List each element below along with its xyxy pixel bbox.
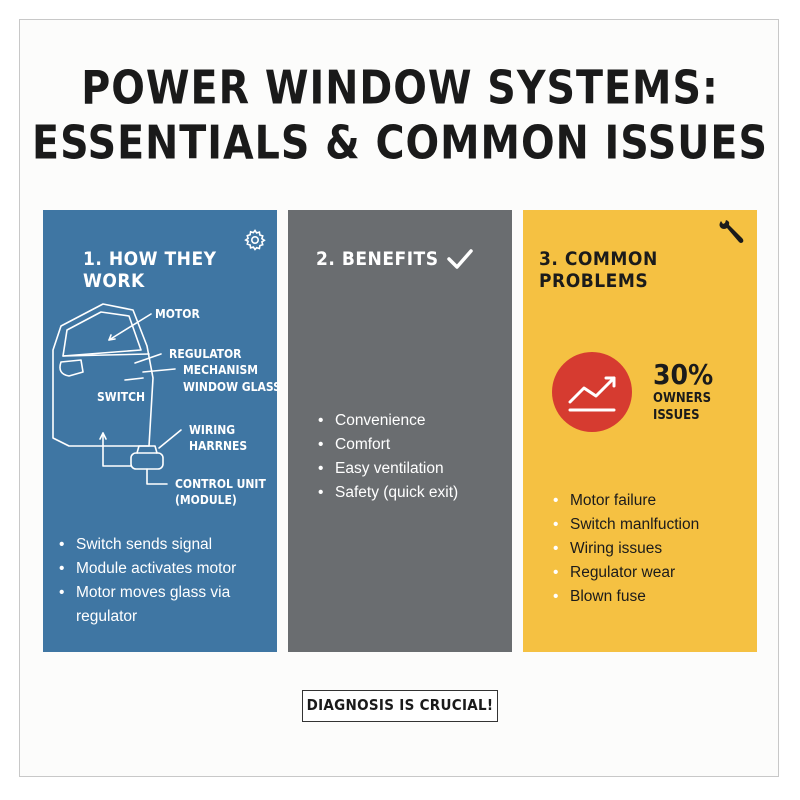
list-item: Safety (quick exit) — [316, 481, 506, 505]
list-item: Comfort — [316, 433, 506, 457]
door-outline — [52, 303, 154, 447]
harness-pointer — [158, 429, 182, 449]
gear-icon — [244, 229, 266, 251]
owners-issues-stat: 30% OWNERS ISSUES — [653, 360, 723, 424]
panel-heading: 3. COMMON PROBLEMS — [539, 248, 658, 292]
list-item: Module activates motor — [57, 557, 267, 581]
door-beltline — [62, 353, 150, 357]
label-window-glass: WINDOW GLASS — [183, 380, 281, 394]
diagnosis-banner: DIAGNOSIS IS CRUCIAL! — [302, 690, 498, 722]
panel-common-problems: 3. COMMON PROBLEMS 30% OWNERS ISSUES Mot… — [523, 210, 757, 652]
regulator-pointer — [134, 353, 162, 364]
checkmark-icon — [447, 249, 473, 269]
problems-list: Motor failure Switch manlfuction Wiring … — [551, 489, 751, 609]
trend-chart-icon — [552, 352, 632, 432]
list-item: Easy ventilation — [316, 457, 506, 481]
list-item: Motor moves glass via regulator — [57, 581, 267, 629]
label-mechanism: MECHANISM — [183, 363, 259, 377]
list-item: Blown fuse — [551, 585, 751, 609]
stat-label: OWNERS ISSUES — [653, 391, 712, 423]
panel-benefits: 2. BENEFITS Convenience Comfort Easy ven… — [288, 210, 512, 652]
benefits-list: Convenience Comfort Easy ventilation Saf… — [316, 409, 506, 505]
list-item: Wiring issues — [551, 537, 751, 561]
label-wiring: WIRING — [189, 423, 236, 437]
label-motor: MOTOR — [155, 307, 200, 321]
mirror — [59, 359, 84, 377]
label-module: (MODULE) — [175, 493, 237, 507]
motor-pointer — [108, 313, 152, 341]
door-handle — [124, 377, 144, 381]
how-it-works-list: Switch sends signal Module activates mot… — [57, 533, 267, 629]
list-item: Switch sends signal — [57, 533, 267, 557]
wrench-icon — [719, 220, 744, 243]
page-title-line-2: ESSENTIALS & COMMON ISSUES — [32, 116, 768, 171]
panel-how-they-work: 1. HOW THEY WORK M — [43, 210, 281, 652]
panel-heading: 2. BENEFITS — [316, 248, 439, 270]
list-item: Convenience — [316, 409, 506, 433]
glass-pointer — [142, 368, 176, 373]
page-title-line-1: POWER WINDOW SYSTEMS: — [81, 61, 719, 116]
panel-heading: 1. HOW THEY WORK — [83, 248, 217, 292]
label-switch: SWITCH — [97, 390, 146, 404]
label-regulator: REGULATOR — [169, 347, 242, 361]
door-diagram — [52, 303, 182, 485]
list-item: Regulator wear — [551, 561, 751, 585]
list-item: Motor failure — [551, 489, 751, 513]
control-unit-pointer — [146, 468, 168, 485]
control-unit-shape — [130, 452, 164, 470]
stat-value: 30% — [653, 358, 714, 391]
label-control-unit: CONTROL UNIT — [175, 477, 266, 491]
window-frame — [62, 311, 142, 357]
list-item: Switch manlfuction — [551, 513, 751, 537]
wiring-line — [102, 432, 132, 467]
label-harness: HARRNES — [189, 439, 248, 453]
